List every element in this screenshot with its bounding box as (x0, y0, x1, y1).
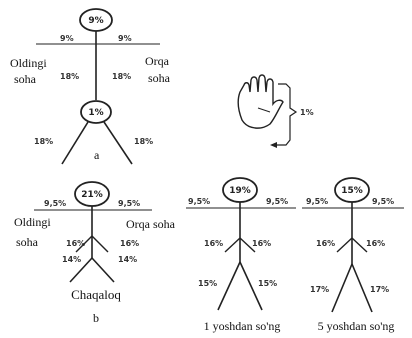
adult-front-label-2: soha (14, 72, 37, 86)
one-year-left-arm (225, 238, 240, 252)
palm-thumb-line (258, 108, 270, 112)
infant-head-right-value: 9,5% (118, 199, 140, 208)
adult-leg-right-value: 18% (134, 137, 153, 146)
one-year-head-left-value: 9,5% (188, 197, 210, 206)
adult-back-label-2: soha (148, 71, 171, 85)
infant-right-arm (92, 236, 108, 252)
infant-thigh-left-value: 14% (62, 255, 81, 264)
infant-figure-letter: b (93, 311, 99, 325)
one-year-trunk-left-value: 16% (204, 239, 223, 248)
adult-figure-letter: a (94, 148, 100, 162)
one-year-figure: 19% 9,5% 9,5% 16% 16% 15% 15% 1 yoshdan … (186, 178, 296, 333)
adult-head-left-value: 9% (60, 34, 74, 43)
adult-back-label-1: Orqa (145, 54, 170, 68)
palm-arrow-head (270, 142, 277, 148)
infant-trunk-right-value: 16% (120, 239, 139, 248)
five-year-figure: 15% 9,5% 9,5% 16% 16% 17% 17% 5 yoshdan … (302, 178, 404, 333)
one-year-left-leg (218, 262, 240, 310)
adult-trunk-right-value: 18% (112, 72, 131, 81)
adult-trunk-left-value: 18% (60, 72, 79, 81)
infant-head-left-value: 9,5% (44, 199, 66, 208)
infant-trunk-left-value: 16% (66, 239, 85, 248)
infant-thigh-right-value: 14% (118, 255, 137, 264)
infant-back-label: Orqa soha (126, 217, 176, 231)
palm-hand-icon (238, 75, 283, 128)
adult-right-leg (104, 122, 132, 164)
adult-perineum-value: 1% (88, 108, 103, 118)
palm-figure: 1% (238, 75, 313, 148)
infant-front-label-2: soha (16, 235, 39, 249)
adult-left-leg (62, 122, 88, 164)
palm-bracket (274, 84, 296, 145)
infant-caption: Chaqaloq (71, 287, 121, 302)
adult-figure: 9% 9% 9% Oldingi soha Orqa soha 18% 18% … (10, 9, 171, 164)
five-year-left-leg (332, 264, 352, 312)
infant-head-value: 21% (81, 190, 103, 200)
five-year-leg-left-value: 17% (310, 285, 329, 294)
palm-value: 1% (300, 108, 314, 117)
five-year-right-leg (352, 264, 372, 312)
one-year-caption: 1 yoshdan so'ng (204, 319, 281, 333)
adult-leg-left-value: 18% (34, 137, 53, 146)
five-year-head-left-value: 9,5% (306, 197, 328, 206)
one-year-head-value: 19% (229, 186, 251, 196)
five-year-caption: 5 yoshdan so'ng (318, 319, 395, 333)
one-year-trunk-right-value: 16% (252, 239, 271, 248)
five-year-left-arm (337, 238, 352, 252)
one-year-head-right-value: 9,5% (266, 197, 288, 206)
infant-figure: 21% 9,5% 9,5% Oldingi soha Orqa soha 16%… (14, 182, 176, 325)
five-year-trunk-left-value: 16% (316, 239, 335, 248)
adult-front-label-1: Oldingi (10, 56, 47, 70)
infant-right-leg (92, 258, 114, 282)
infant-front-label-1: Oldingi (14, 215, 51, 229)
adult-head-value: 9% (88, 16, 103, 26)
one-year-leg-right-value: 15% (258, 279, 277, 288)
five-year-trunk-right-value: 16% (366, 239, 385, 248)
adult-head-right-value: 9% (118, 34, 132, 43)
five-year-right-arm (352, 238, 367, 252)
one-year-leg-left-value: 15% (198, 279, 217, 288)
five-year-head-value: 15% (341, 186, 363, 196)
five-year-head-right-value: 9,5% (372, 197, 394, 206)
five-year-leg-right-value: 17% (370, 285, 389, 294)
